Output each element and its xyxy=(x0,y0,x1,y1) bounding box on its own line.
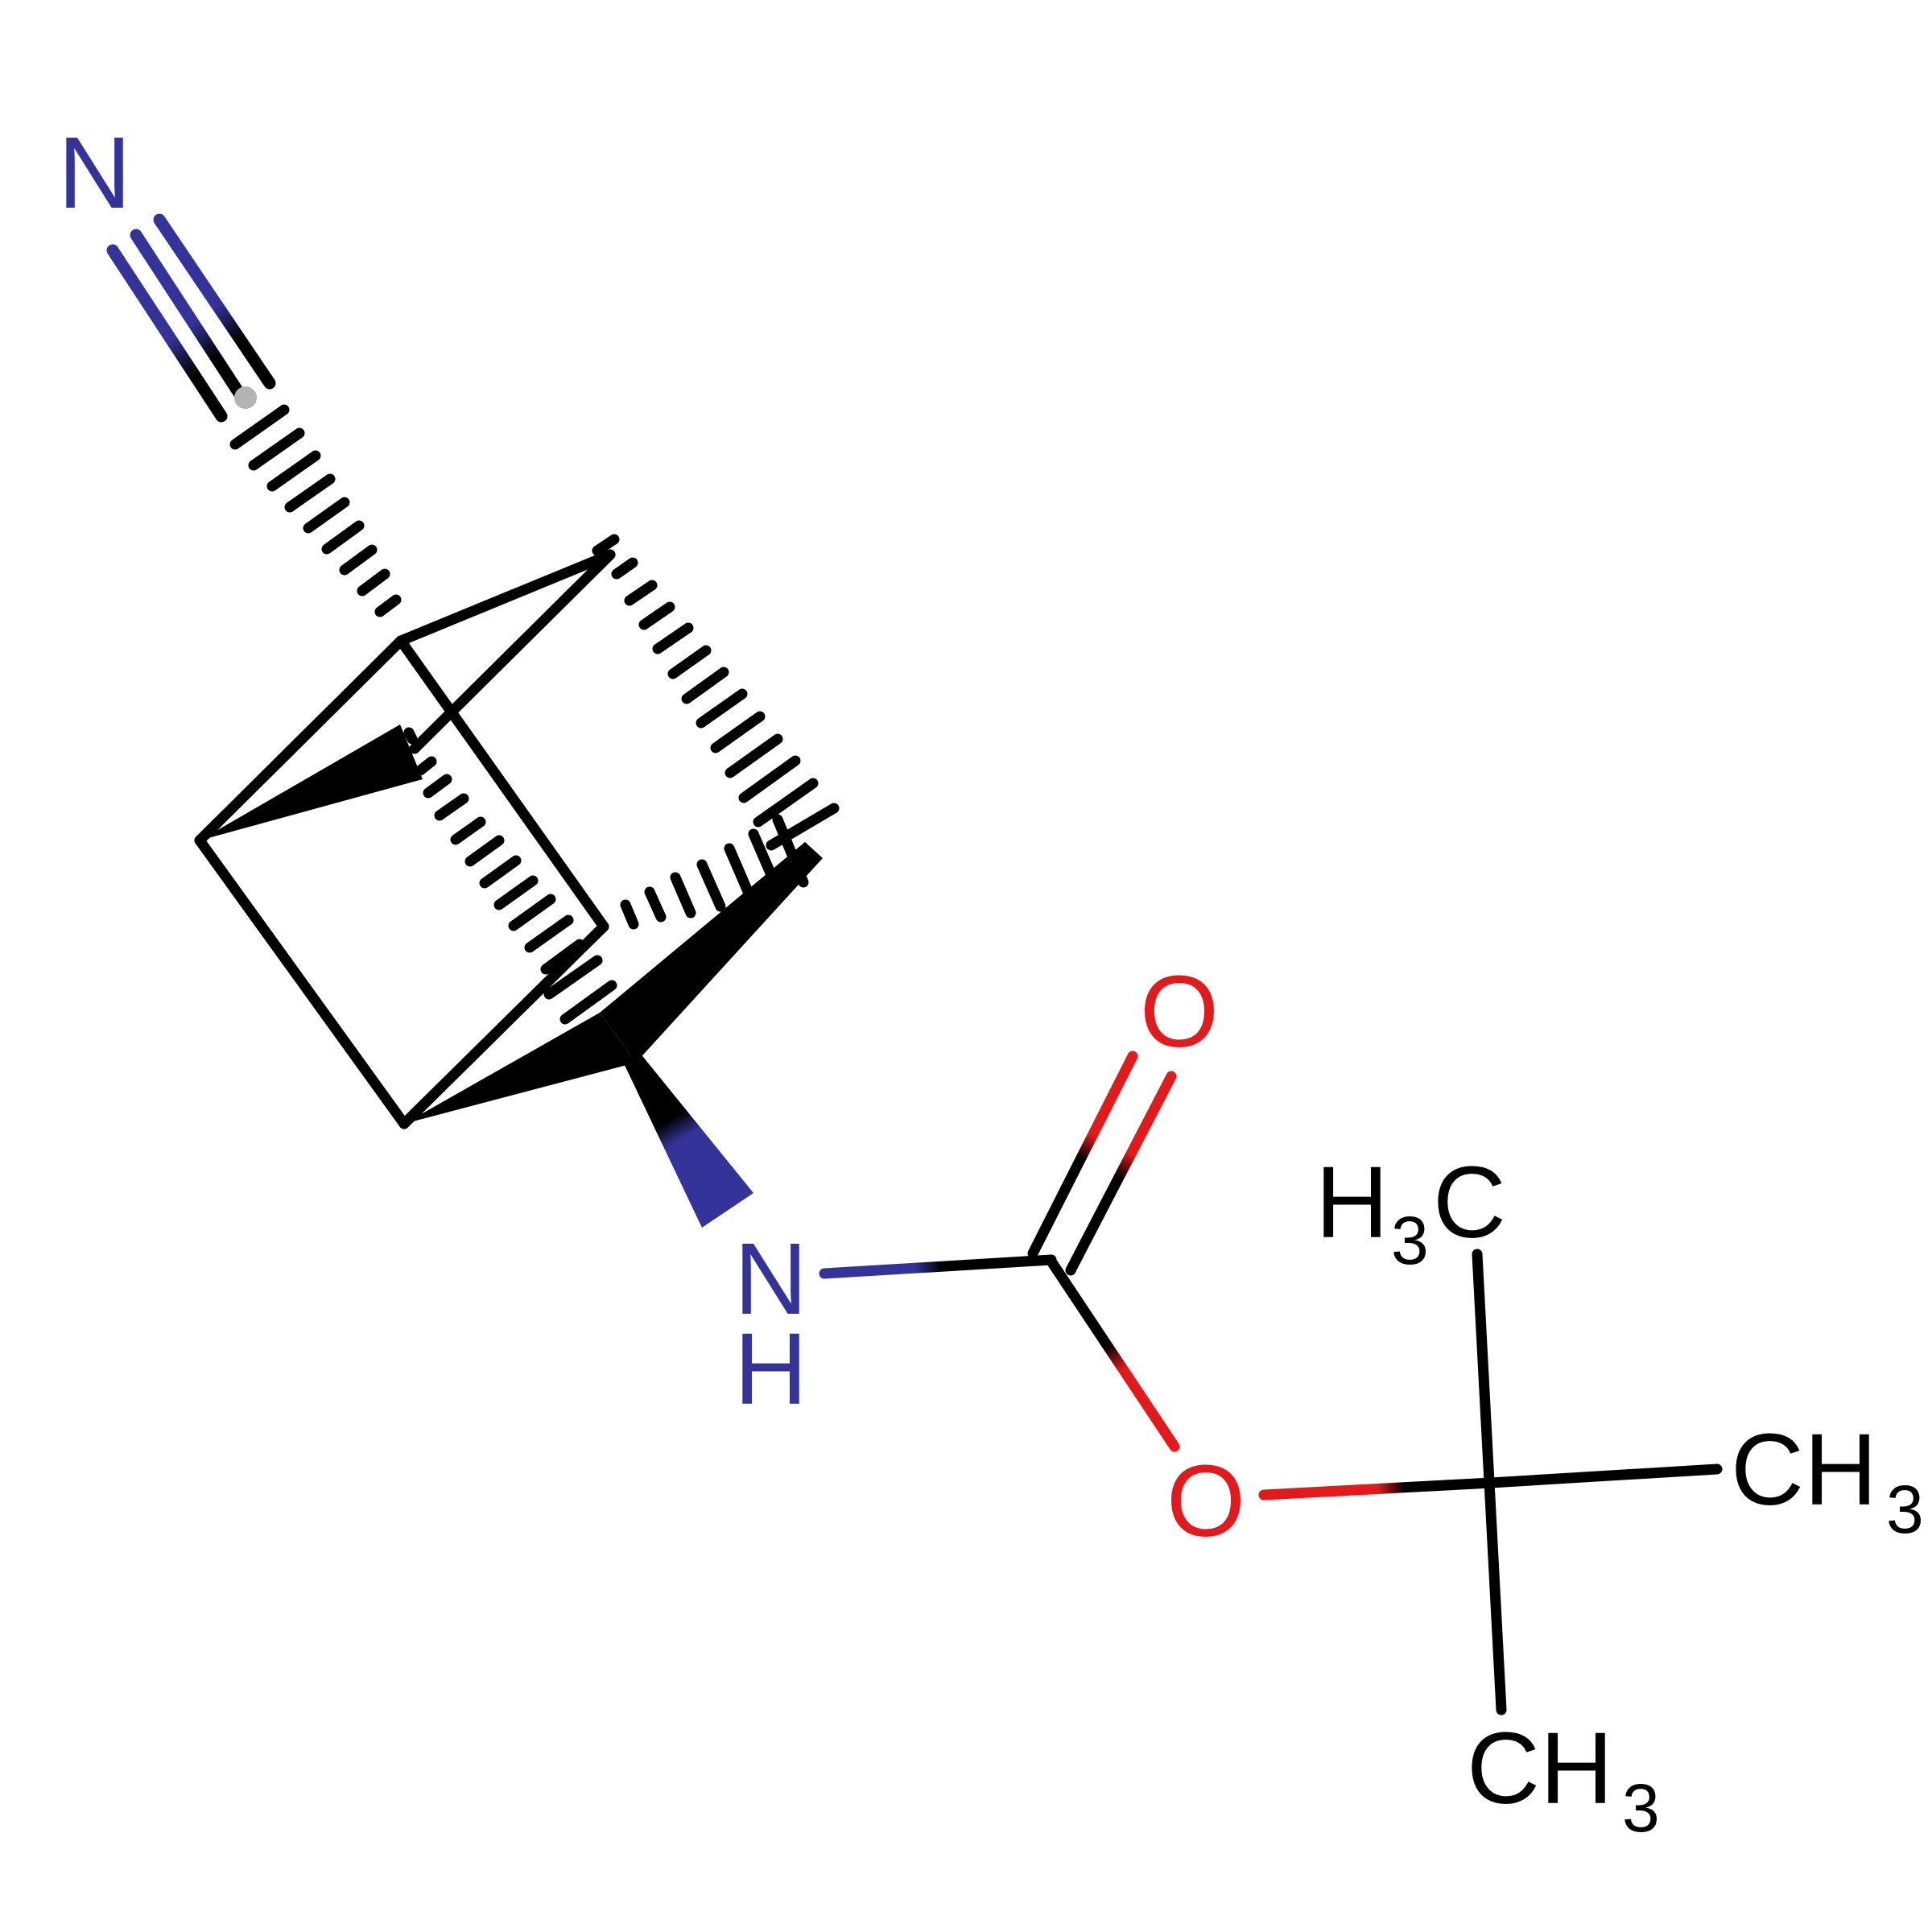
bond-tbu-methyl-right xyxy=(1485,1463,1723,1488)
bond-solid-wedge-to-nitrogen xyxy=(622,1053,753,1228)
bond-solid-wedge-right xyxy=(600,842,823,1063)
bond-oxygen-tbutyl xyxy=(1258,1477,1496,1501)
bond-hashed-wedge-right-edge xyxy=(592,534,840,851)
atom-label-amide-nitrogen: N xyxy=(734,1222,807,1335)
atom-label-ester-oxygen: O xyxy=(1166,1444,1245,1558)
nitrile-carbon-marker xyxy=(234,386,257,409)
bond-c1-ctr xyxy=(395,549,616,646)
bond-hashed-wedge-lower-right xyxy=(620,814,809,930)
bond-c5-cbl xyxy=(398,921,609,1129)
atom-label-methyl-top: H 3 C xyxy=(1315,1146,1506,1278)
bond-carbonyl-double-a xyxy=(1027,1051,1138,1259)
atom-label-carbonyl-oxygen: O xyxy=(1140,955,1219,1068)
bond-carbonyl-ester-oxygen xyxy=(1046,1256,1180,1452)
svg-text:3: 3 xyxy=(1886,1472,1924,1547)
bond-c1-cleft xyxy=(194,635,407,846)
bond-hashed-wedge-nitrile-to-cage xyxy=(229,404,402,617)
svg-text:CH: CH xyxy=(1467,1711,1613,1825)
svg-text:3: 3 xyxy=(1622,1770,1660,1846)
bond-carbonyl-double-b xyxy=(1065,1071,1177,1276)
bond-hashed-wedge-center xyxy=(403,727,617,1025)
atom-label-amide-hydrogen: H xyxy=(734,1312,807,1426)
tert-butyl-bonds xyxy=(1472,1249,1723,1715)
svg-text:H: H xyxy=(1315,1146,1389,1259)
bond-n-carbonyl xyxy=(819,1254,1057,1279)
atom-label-methyl-bottom: CH 3 xyxy=(1467,1711,1660,1846)
atom-label-methyl-right: CH 3 xyxy=(1731,1413,1924,1547)
atom-label-nitrile-nitrogen: N xyxy=(58,116,131,229)
bond-triple-nitrile xyxy=(106,213,276,423)
svg-text:3: 3 xyxy=(1391,1203,1429,1278)
bond-solid-wedge-upper xyxy=(200,724,423,840)
bond-solid-wedge-lower xyxy=(404,1013,636,1124)
bond-c1-c5 xyxy=(395,635,609,932)
svg-text:CH: CH xyxy=(1731,1413,1877,1526)
bond-ctr-cross xyxy=(409,549,616,754)
cage-bonds xyxy=(194,549,616,1129)
svg-text:C: C xyxy=(1433,1146,1506,1259)
bond-cleft-cbl xyxy=(194,835,410,1129)
